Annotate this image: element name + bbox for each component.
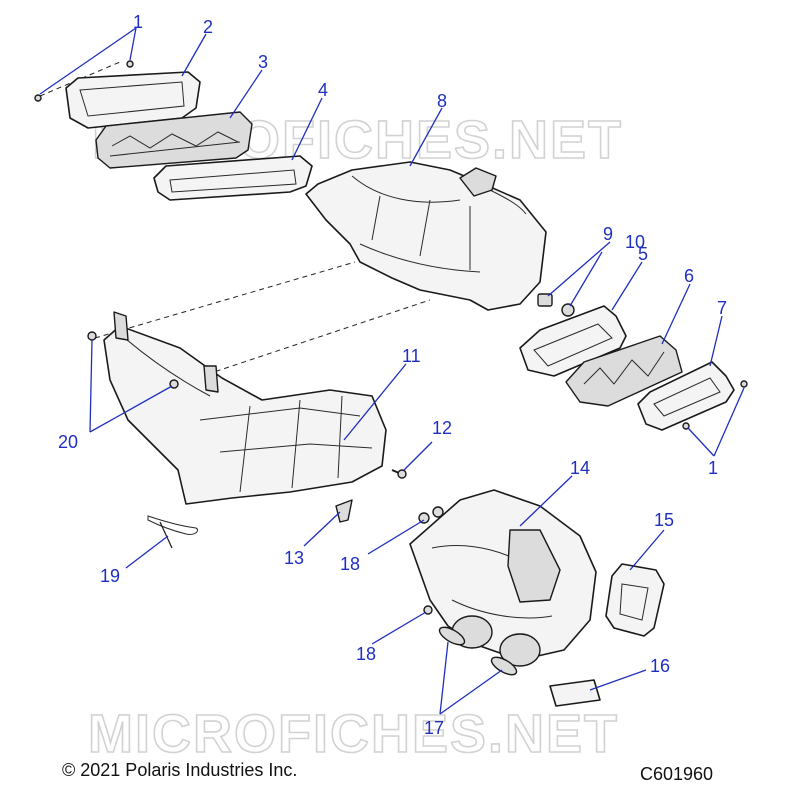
part-15-seal bbox=[605, 563, 665, 637]
leader-lines bbox=[39, 27, 745, 715]
callout-15: 15 bbox=[654, 510, 674, 530]
callout-8: 8 bbox=[437, 91, 447, 111]
part-8-upper-housing bbox=[305, 161, 547, 311]
callout-12: 12 bbox=[432, 418, 452, 438]
callout-17: 17 bbox=[424, 718, 444, 738]
callout-5: 5 bbox=[638, 244, 648, 264]
part-11-duct bbox=[103, 311, 387, 505]
watermark-bottom: MICROFICHES.NET bbox=[88, 704, 619, 764]
part-17-clamp-left bbox=[438, 626, 466, 646]
callouts: 1 2 3 4 8 9 10 5 6 7 1 11 20 12 14 15 19… bbox=[58, 12, 727, 738]
callout-1-right: 1 bbox=[708, 458, 718, 478]
callout-4: 4 bbox=[318, 80, 328, 100]
part-7-gasket bbox=[637, 361, 735, 431]
alignment-line-upper bbox=[94, 261, 356, 339]
callout-11: 11 bbox=[402, 346, 421, 366]
part-3-filter-element bbox=[95, 111, 253, 169]
part-12-screw bbox=[391, 469, 407, 479]
callout-1-top: 1 bbox=[133, 12, 143, 32]
part-5-frame bbox=[519, 305, 627, 377]
part-19-cable-tie bbox=[147, 515, 199, 549]
alignment-line-lower bbox=[189, 299, 431, 381]
part-1-screws bbox=[34, 60, 748, 430]
callout-19: 19 bbox=[100, 566, 120, 586]
callout-18-lower: 18 bbox=[356, 644, 376, 664]
callout-3: 3 bbox=[258, 52, 268, 72]
callout-9: 9 bbox=[603, 224, 613, 244]
part-4-frame bbox=[153, 155, 313, 201]
callout-10: 10 bbox=[625, 232, 645, 252]
part-2-gasket-frame bbox=[65, 71, 201, 129]
callout-16: 16 bbox=[650, 656, 670, 676]
part-16-label bbox=[549, 679, 601, 707]
alignment-line-screws bbox=[39, 61, 121, 97]
copyright-text: © 2021 Polaris Industries Inc. bbox=[62, 760, 297, 780]
callout-7: 7 bbox=[717, 298, 727, 318]
callout-20: 20 bbox=[58, 432, 78, 452]
callout-2: 2 bbox=[203, 17, 213, 37]
part-9-clip bbox=[537, 293, 553, 307]
callout-18-upper: 18 bbox=[340, 554, 360, 574]
part-10-nut bbox=[561, 303, 575, 317]
part-6-filter-element bbox=[565, 335, 683, 407]
callout-14: 14 bbox=[570, 458, 590, 478]
callout-6: 6 bbox=[684, 266, 694, 286]
figure-id: C601960 bbox=[640, 764, 713, 784]
callout-13: 13 bbox=[284, 548, 304, 568]
part-13-grommet bbox=[335, 499, 353, 523]
